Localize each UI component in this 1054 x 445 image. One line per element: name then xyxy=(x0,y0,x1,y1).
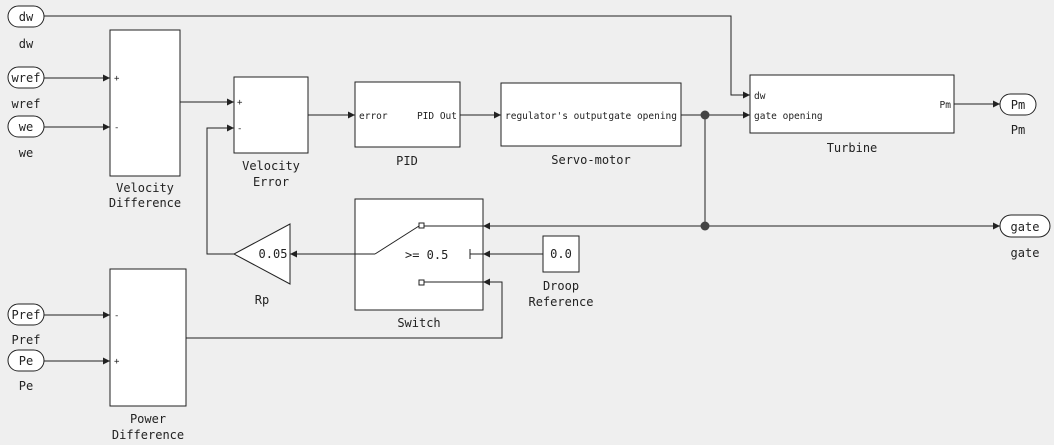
velocity-difference-plus-sign: + xyxy=(114,74,120,84)
block-servo-motor[interactable]: regulator's output gate opening xyxy=(500,82,682,147)
turbine-pm-port-label: Pm xyxy=(940,100,952,111)
junction-dot-upper xyxy=(700,110,710,120)
inport-pref[interactable]: Pref xyxy=(7,303,45,326)
switch-label: Switch xyxy=(397,316,440,330)
block-power-difference[interactable]: - + xyxy=(109,268,187,407)
rp-label: Rp xyxy=(255,293,269,307)
inport-pe[interactable]: Pe xyxy=(7,349,45,372)
inport-wref-label: wref xyxy=(12,97,41,111)
block-droop-reference[interactable]: 0.0 xyxy=(542,235,580,273)
droop-reference-value: 0.0 xyxy=(550,247,572,261)
velocity-error-minus-sign: - xyxy=(237,124,242,134)
outport-gate-label: gate xyxy=(1011,246,1040,260)
outport-pm-label: Pm xyxy=(1011,123,1025,137)
servo-input-port-label: regulator's output xyxy=(505,111,608,122)
inport-dw[interactable]: dw xyxy=(7,5,45,28)
inport-pe-label: Pe xyxy=(19,379,33,393)
servo-motor-label: Servo-motor xyxy=(551,153,630,167)
block-switch[interactable]: >= 0.5 xyxy=(354,198,484,311)
inport-dw-label: dw xyxy=(19,37,34,51)
inport-pref-name: Pref xyxy=(12,308,41,322)
outport-pm[interactable]: Pm xyxy=(999,93,1037,116)
block-velocity-error[interactable]: + - xyxy=(233,76,309,154)
inport-pref-label: Pref xyxy=(12,333,41,347)
inport-wref[interactable]: wref xyxy=(7,66,45,89)
velocity-error-plus-sign: + xyxy=(237,98,243,108)
power-difference-label-1: Power xyxy=(130,412,166,426)
block-velocity-difference[interactable]: + - xyxy=(109,29,181,177)
wire-rp-velerror[interactable] xyxy=(206,124,234,255)
turbine-gate-port-label: gate opening xyxy=(754,111,823,122)
inport-pe-name: Pe xyxy=(19,354,33,368)
inport-wref-name: wref xyxy=(12,71,41,85)
velocity-error-label-1: Velocity xyxy=(242,159,300,173)
pid-output-port-label: PID Out xyxy=(417,111,457,122)
switch-threshold: >= 0.5 xyxy=(405,248,448,262)
velocity-difference-minus-sign: - xyxy=(114,123,119,133)
power-difference-label-2: Difference xyxy=(112,428,184,442)
power-difference-plus-sign: + xyxy=(114,357,120,367)
block-turbine[interactable]: dw gate opening Pm xyxy=(749,74,955,134)
turbine-dw-port-label: dw xyxy=(754,91,766,102)
turbine-label: Turbine xyxy=(827,141,878,155)
rp-gain-value: 0.05 xyxy=(259,247,288,261)
droop-reference-label-1: Droop xyxy=(543,279,579,293)
pid-input-port-label: error xyxy=(359,111,388,122)
wire-dw-turbine[interactable] xyxy=(44,15,750,99)
block-rp-gain[interactable]: 0.05 xyxy=(232,223,291,285)
velocity-error-label-2: Error xyxy=(253,175,289,189)
outport-gate[interactable]: gate xyxy=(999,214,1051,238)
velocity-difference-label-1: Velocity xyxy=(116,181,174,195)
servo-output-port-label: gate opening xyxy=(608,111,677,122)
outport-pm-name: Pm xyxy=(1011,98,1025,112)
switch-glyph-icon xyxy=(355,222,483,286)
inport-we-name: we xyxy=(19,120,33,134)
velocity-difference-label-2: Difference xyxy=(109,196,181,210)
power-difference-minus-sign: - xyxy=(114,311,119,321)
signal-wires xyxy=(44,15,1000,365)
pid-label: PID xyxy=(396,154,418,168)
inport-we[interactable]: we xyxy=(7,115,45,138)
droop-reference-label-2: Reference xyxy=(528,295,593,309)
outport-gate-name: gate xyxy=(1011,220,1040,234)
inport-dw-name: dw xyxy=(19,10,34,24)
block-pid[interactable]: error PID Out xyxy=(354,81,461,148)
inport-we-label: we xyxy=(19,146,33,160)
wire-powerdiff-switch[interactable] xyxy=(186,278,503,339)
junction-dot-lower xyxy=(700,221,710,231)
